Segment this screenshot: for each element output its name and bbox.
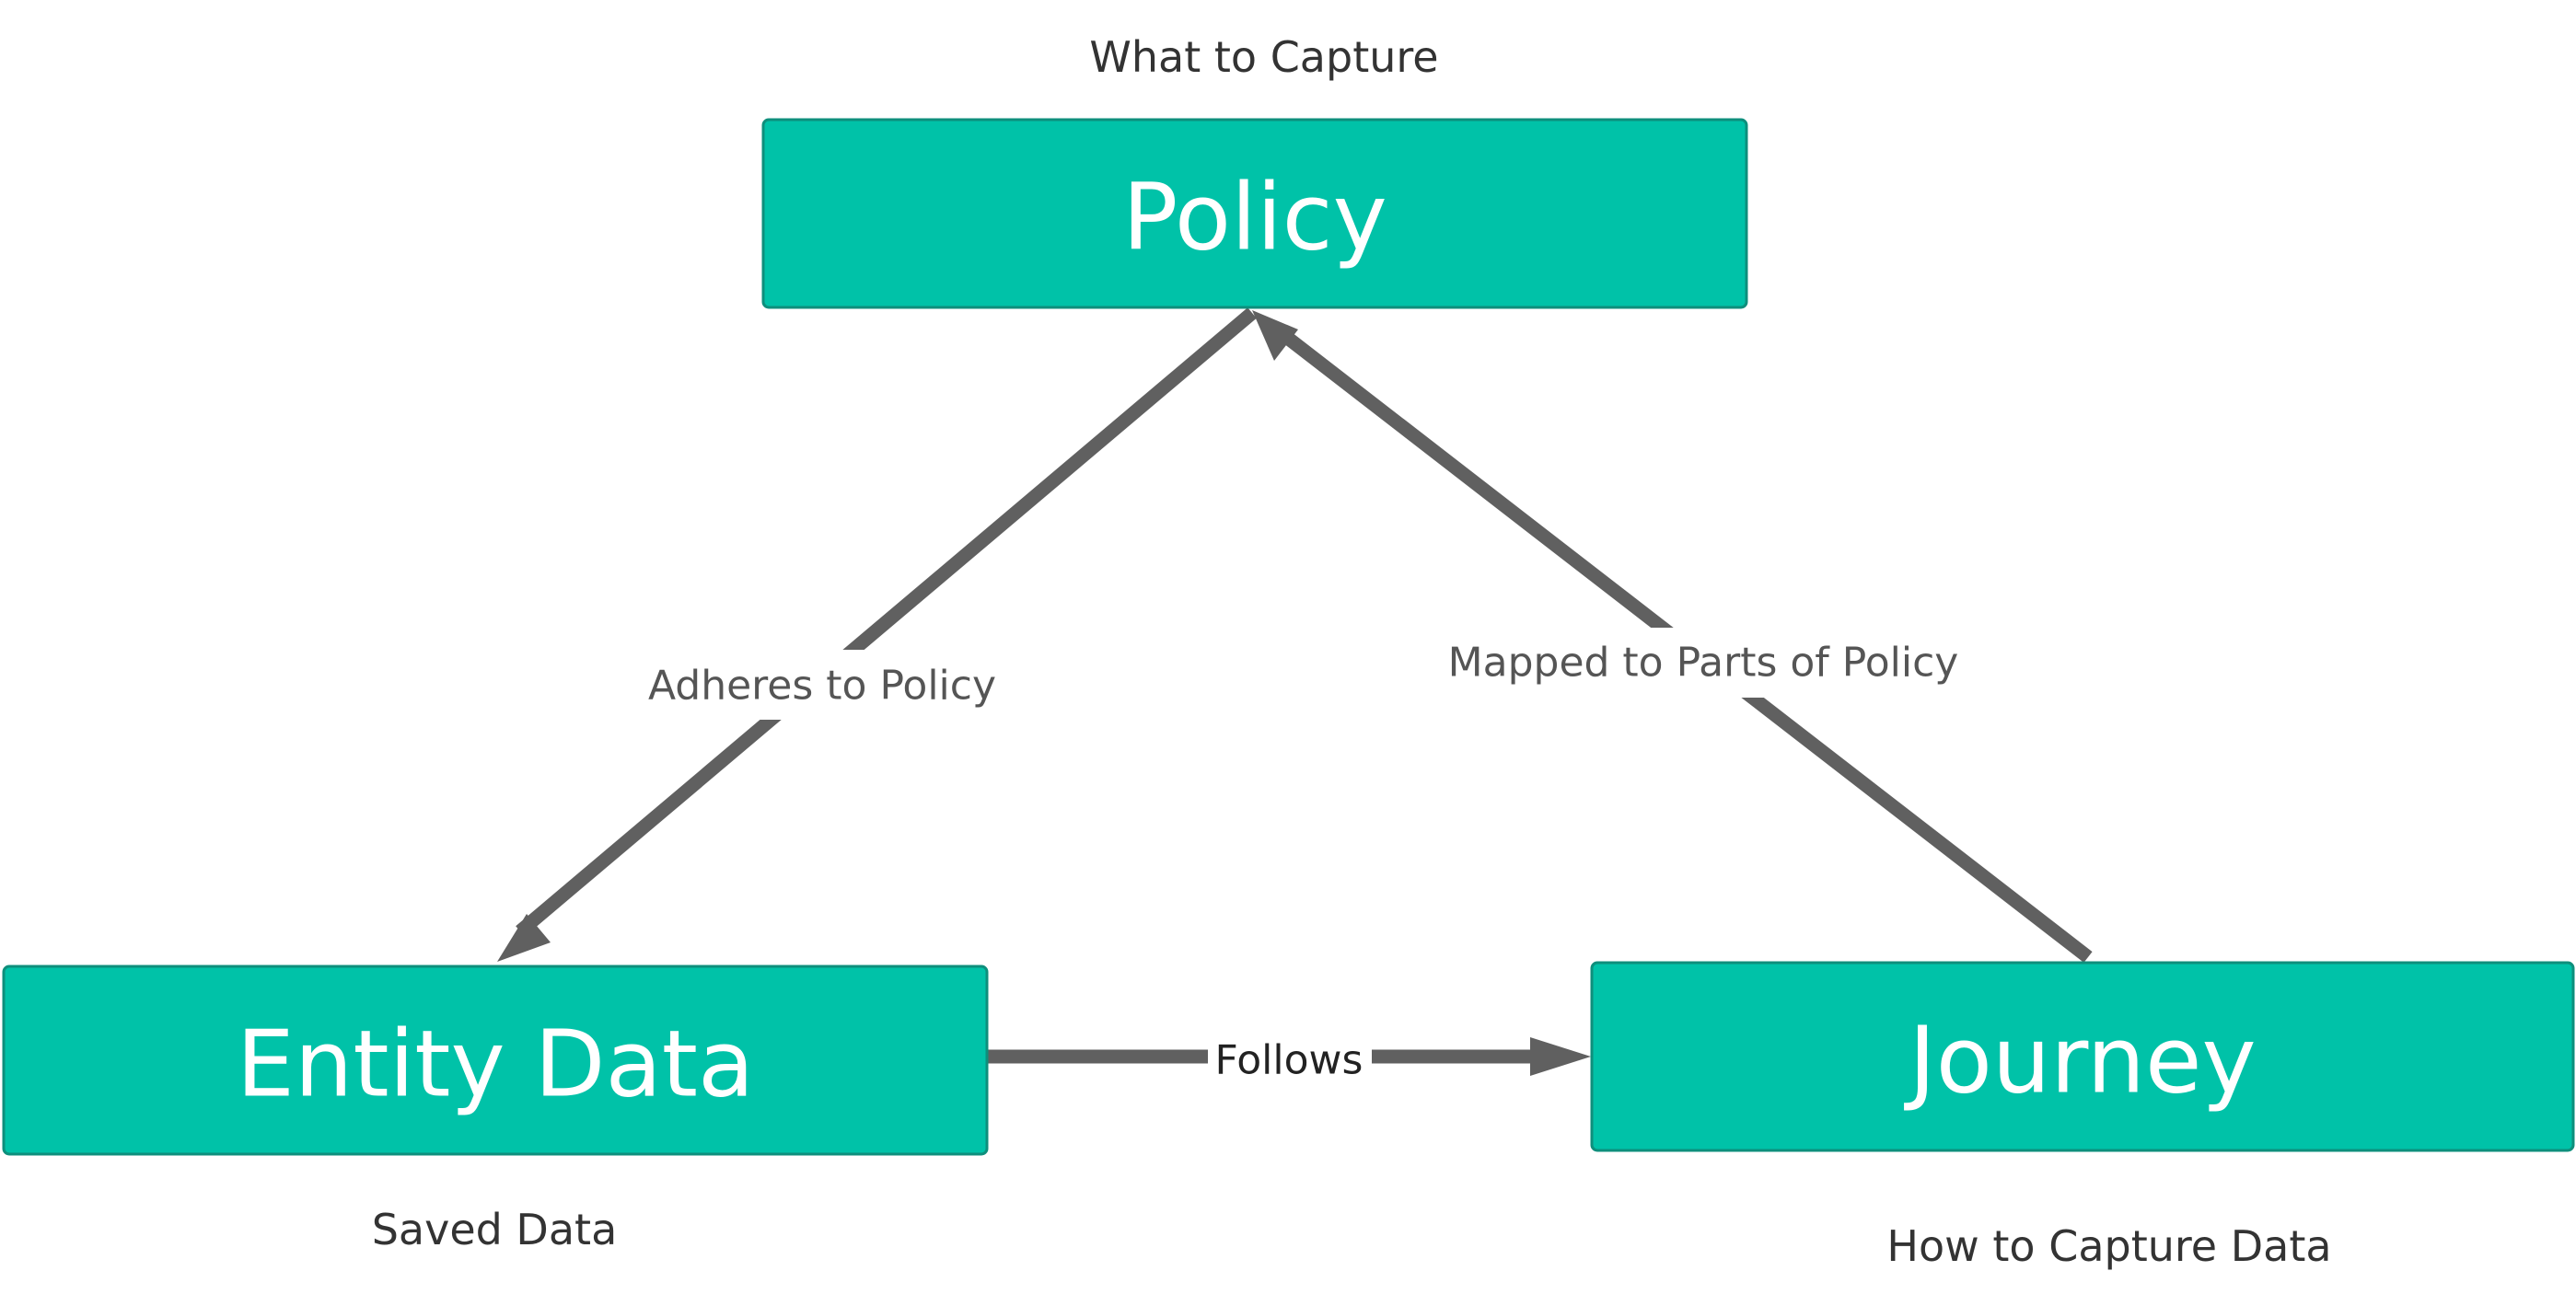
svg-text:Policy: Policy [1122, 164, 1387, 272]
node-journey[interactable]: Journey [1590, 961, 2575, 1152]
svg-text:Mapped to Parts of Policy: Mapped to Parts of Policy [1448, 640, 1959, 687]
caption-entity-data: Saved Data [372, 1205, 618, 1254]
edge-adheres-to-policy[interactable] [497, 307, 1257, 962]
caption-journey: How to Capture Data [1886, 1221, 2331, 1271]
arrowhead-journey [1530, 1037, 1591, 1076]
node-entity-data[interactable]: Entity Data [2, 965, 989, 1156]
caption-policy: What to Capture [1089, 32, 1438, 82]
arrowhead-entity [497, 914, 551, 962]
svg-text:Follows: Follows [1215, 1037, 1363, 1084]
svg-text:Journey: Journey [1903, 1007, 2257, 1115]
svg-text:Adheres to Policy: Adheres to Policy [648, 663, 996, 710]
edge-label-mapped: Mapped to Parts of Policy [1448, 628, 1959, 698]
edge-label-adheres: Adheres to Policy [644, 650, 1004, 720]
node-policy[interactable]: Policy [761, 118, 1748, 309]
edge-label-follows: Follows [1208, 1023, 1372, 1093]
arrowhead-policy [1252, 310, 1298, 361]
svg-text:Entity Data: Entity Data [237, 1011, 755, 1118]
